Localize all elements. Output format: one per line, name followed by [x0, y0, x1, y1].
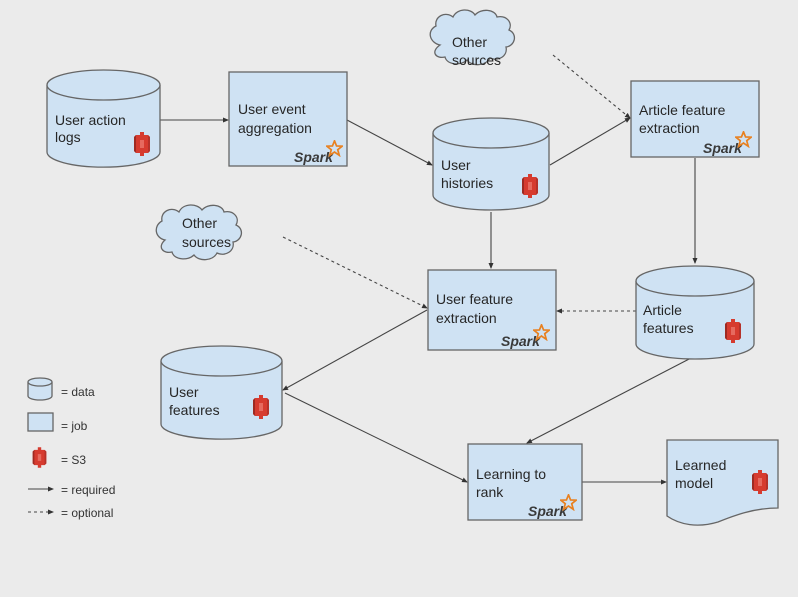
node-label: User feature: [436, 291, 513, 307]
node-article-feature-extraction: Article feature extraction Spark: [630, 80, 760, 158]
spark-logo-text: Spark: [501, 333, 541, 349]
legend: = data = job = S3 = required = optional: [27, 377, 115, 520]
node-label: Other: [182, 215, 217, 231]
edge-aggregation-to-histories: [346, 119, 433, 166]
node-learned-model: Learned model: [666, 439, 779, 526]
node-label: features: [643, 320, 694, 336]
cylinder-icon: [27, 382, 53, 401]
legend-item-required: = required: [28, 483, 115, 497]
node-other-sources-left: Other sources: [155, 204, 243, 261]
node-label: extraction: [639, 120, 700, 136]
s3-icon: [522, 174, 538, 198]
edge-article-features-to-ltr: [526, 356, 694, 444]
node-label: aggregation: [238, 120, 312, 136]
node-learning-to-rank: Learning to rank Spark: [467, 443, 583, 521]
node-label: User: [441, 157, 471, 173]
spark-logo-text: Spark: [294, 149, 334, 165]
node-label: logs: [55, 129, 81, 145]
box-icon: [27, 412, 54, 432]
legend-item-s3: = S3: [32, 447, 86, 468]
node-label: extraction: [436, 310, 497, 326]
legend-label: = required: [61, 483, 115, 497]
s3-icon: [134, 132, 150, 156]
node-label: Learned: [675, 457, 726, 473]
node-label: Other: [452, 34, 487, 50]
node-label: Learning to: [476, 466, 546, 482]
edge-othersources-to-user-extraction: [282, 236, 428, 309]
node-user-event-aggregation: User event aggregation Spark: [228, 71, 348, 167]
legend-item-data: = data: [27, 377, 95, 401]
s3-icon: [725, 319, 741, 343]
node-other-sources-top: Other sources: [429, 9, 516, 68]
edge-user-extraction-to-user-features: [282, 309, 428, 391]
spark-logo-text: Spark: [528, 503, 568, 519]
edges: [160, 54, 698, 485]
legend-label: = data: [61, 385, 95, 399]
node-article-features: Article features: [635, 265, 755, 360]
node-user-action-logs: User action logs: [46, 69, 161, 168]
edge-othersources-to-article-extraction: [552, 54, 631, 119]
node-user-features: User features: [160, 345, 283, 440]
s3-icon: [752, 470, 768, 494]
edge-histories-to-article-extraction: [549, 117, 631, 166]
node-label: User action: [55, 112, 126, 128]
node-label: features: [169, 402, 220, 418]
node-label: Article feature: [639, 102, 726, 118]
legend-label: = optional: [61, 506, 113, 520]
s3-icon: [32, 447, 47, 468]
node-label: User: [169, 384, 199, 400]
node-label: rank: [476, 484, 504, 500]
edge-user-features-to-ltr: [284, 392, 468, 483]
legend-item-optional: = optional: [28, 506, 113, 520]
node-label: histories: [441, 175, 493, 191]
node-label: sources: [452, 52, 501, 68]
legend-item-job: = job: [27, 412, 88, 433]
node-user-histories: User histories: [432, 117, 550, 211]
legend-label: = S3: [61, 453, 86, 467]
node-user-feature-extraction: User feature extraction Spark: [427, 269, 557, 351]
node-label: model: [675, 475, 713, 491]
node-label: User event: [238, 101, 306, 117]
spark-logo-text: Spark: [703, 140, 743, 156]
s3-icon: [253, 395, 269, 419]
node-label: Article: [643, 302, 682, 318]
node-label: sources: [182, 234, 231, 250]
legend-label: = job: [61, 419, 88, 433]
